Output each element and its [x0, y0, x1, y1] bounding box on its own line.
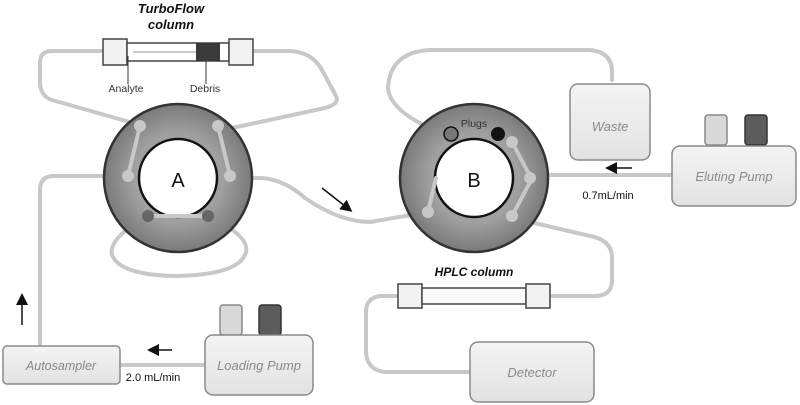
valve-a[interactable] [102, 102, 254, 254]
loading-bottle-dark [258, 304, 282, 336]
autosampler-box[interactable] [2, 345, 121, 385]
analyte-label: Analyte [108, 83, 143, 95]
detector-label: Detector [507, 365, 557, 380]
flow-arrow-a-to-b [321, 187, 353, 212]
eluting-flow-rate: 0.7mL/min [582, 190, 633, 202]
tubing [38, 48, 674, 374]
tube-sample-loop [109, 214, 249, 278]
valve-a-port [122, 170, 134, 182]
loading-flow-rate: 2.0 mL/min [126, 372, 180, 384]
plug-icon [491, 127, 505, 141]
valve-a-label: A [171, 170, 185, 192]
tube-hplc-to-detector [364, 294, 472, 374]
eluting-pump[interactable] [671, 114, 797, 207]
tube-autosampler-to-a [38, 174, 130, 348]
waste-label: Waste [592, 119, 629, 134]
plugs-label: Plugs [461, 118, 487, 130]
valve-b-port [524, 172, 536, 184]
valve-b[interactable] [398, 102, 550, 254]
valve-b-port [422, 206, 434, 218]
turboflow-title-line1: TurboFlow [138, 1, 205, 16]
loading-pump[interactable] [204, 304, 314, 396]
detector-box[interactable] [469, 341, 595, 403]
valve-a-port [142, 210, 154, 222]
hplc-column[interactable] [397, 283, 551, 309]
debris-label: Debris [190, 83, 220, 95]
loading-pump-label: Loading Pump [217, 358, 301, 373]
loading-bottle-light [219, 304, 243, 336]
eluting-bottle-light [704, 114, 728, 146]
turboflow-column [102, 38, 254, 84]
turboflow-title-line2: column [148, 17, 194, 32]
tube-turboflow-right [230, 49, 339, 130]
valve-b-port [506, 210, 518, 222]
valve-a-port [134, 120, 146, 132]
plug-icon [443, 126, 459, 142]
waste-box[interactable] [569, 83, 651, 161]
valve-a-port [224, 170, 236, 182]
eluting-pump-label: Eluting Pump [695, 169, 772, 184]
tube-b-to-waste [386, 48, 614, 130]
valve-a-port [212, 120, 224, 132]
autosampler-label: Autosampler [25, 359, 97, 373]
valve-b-label: B [467, 170, 480, 192]
tube-b-to-hplc [511, 216, 614, 298]
tube-a-to-b [230, 176, 430, 224]
tube-turboflow-left [38, 49, 142, 127]
hplc-column-label: HPLC column [435, 265, 514, 279]
valve-b-port [506, 136, 518, 148]
valve-a-port [202, 210, 214, 222]
eluting-bottle-dark [744, 114, 768, 146]
